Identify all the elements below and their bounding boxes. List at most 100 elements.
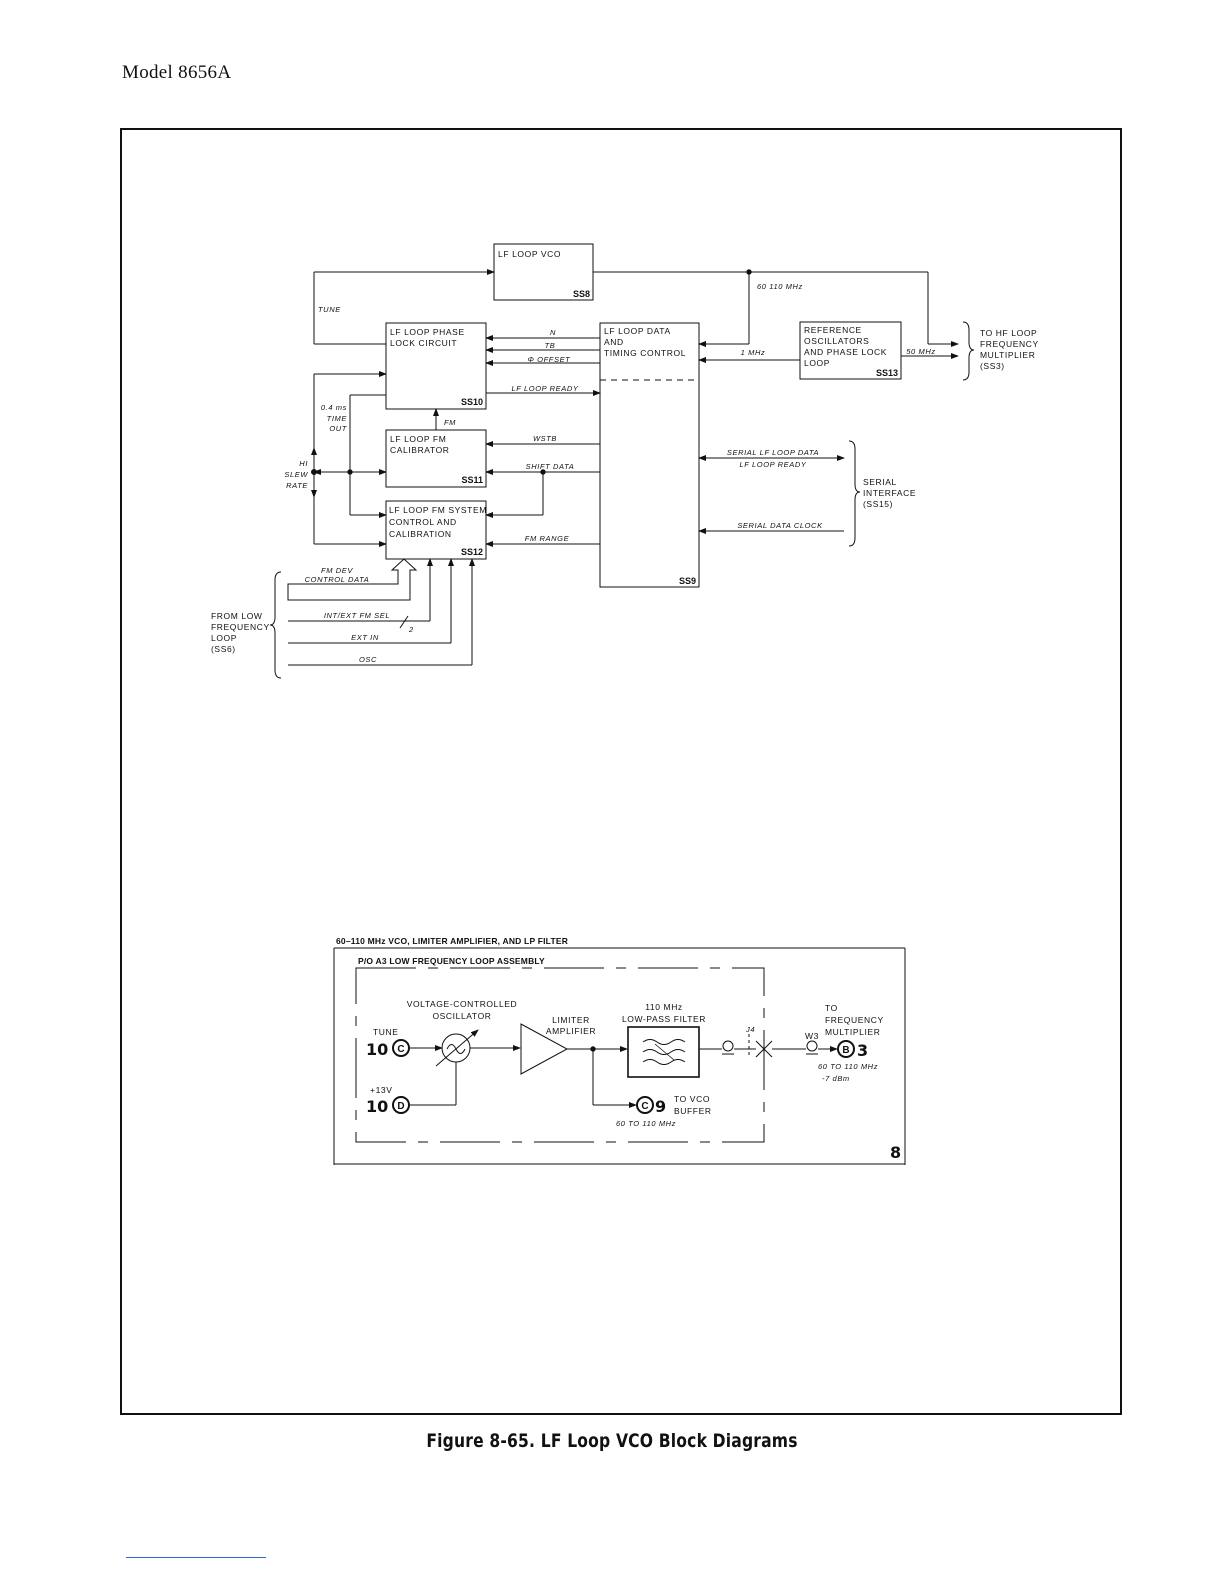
fm-system-label3-label: CALIBRATION: [389, 529, 452, 539]
signals-freq-range-label: 60 110 MHz: [757, 282, 803, 291]
signals-fm-dev2-label: CONTROL DATA: [305, 575, 370, 584]
signals-tune-label: TUNE: [318, 305, 341, 314]
bottom-diagram-vco2-label: OSCILLATOR: [432, 1011, 491, 1021]
ref-c-symbol: [392, 1039, 410, 1057]
signals-serial-lf-label: SERIAL LF LOOP DATA: [727, 448, 819, 457]
fm-calibrator-label1-label: LF LOOP FM: [390, 434, 446, 444]
reference-label3-label: AND PHASE LOCK: [804, 347, 887, 357]
out-ref-number: 3: [857, 1041, 868, 1060]
destinations-src4-label: (SS6): [211, 644, 236, 654]
figure-frame: [120, 128, 1122, 1415]
phase-lock-label2-label: LOCK CIRCUIT: [390, 338, 457, 348]
signals-timeout2-label: TIME: [327, 414, 348, 423]
phase-lock-label1-label: LF LOOP PHASE: [390, 327, 465, 337]
bottom-diagram-to2-label: FREQUENCY: [825, 1015, 884, 1025]
vco-code: SS8: [573, 289, 590, 299]
bottom-diagram-buf2-label: BUFFER: [674, 1106, 712, 1116]
bottom-diagram-to3-label: MULTIPLIER: [825, 1027, 880, 1037]
signals-phi-offset-label: Φ OFFSET: [528, 355, 572, 364]
bottom-diagram-out-freq-label: 60 TO 110 MHz: [818, 1062, 878, 1071]
data-timing-code-label: SS9: [679, 576, 696, 586]
data-timing-label2-label: AND: [604, 337, 624, 347]
signals-ext-in-label: EXT IN: [351, 633, 379, 642]
bottom-diagram-out-level-label: -7 dBm: [822, 1074, 850, 1083]
footer-rule: [126, 1557, 266, 1558]
destinations-si1-label: SERIAL: [863, 477, 897, 487]
ref-tune-number: 10: [366, 1040, 388, 1059]
bottom-title: 60–110 MHz VCO, LIMITER AMPLIFIER, AND L…: [336, 936, 568, 946]
bottom-diagram-to1-label: TO: [825, 1003, 838, 1013]
destinations-hf4-label: (SS3): [980, 361, 1005, 371]
bottom-diagram-v13-label: +13V: [370, 1085, 393, 1095]
signals-lf-ready2-label: LF LOOP READY: [740, 460, 807, 469]
reference-code-label: SS13: [876, 368, 898, 378]
signals-fm-range-label: FM RANGE: [525, 534, 570, 543]
signals-rate-label: RATE: [286, 481, 308, 490]
block-data-timing: [599, 322, 700, 588]
signals-slew-label: SLEW: [284, 470, 308, 479]
bottom-diagram-out-letter-label: B: [842, 1045, 849, 1056]
destinations-hf2-label: FREQUENCY: [980, 339, 1039, 349]
vco-label: LF LOOP VCO: [498, 249, 561, 259]
fm-system-label1-label: LF LOOP FM SYSTEM: [389, 505, 487, 515]
signals-mhz1-label: 1 MHz: [741, 348, 766, 357]
bottom-diagram-lim2-label: AMPLIFIER: [546, 1026, 596, 1036]
top-diagram-text: LF LOOP VCO SS8 LF LOOP PHASE LOCK CIRCU…: [211, 249, 1039, 664]
destinations-src1-label: FROM LOW: [211, 611, 263, 621]
signals-int-ext-label: INT/EXT FM SEL: [324, 611, 390, 620]
destinations-src2-label: FREQUENCY: [211, 622, 270, 632]
signals-bus-width-label: 2: [408, 625, 414, 634]
fm-system-label2-label: CONTROL AND: [389, 517, 457, 527]
bottom-diagram-tune-label: TUNE: [373, 1027, 399, 1037]
ref-13v-number: 10: [366, 1097, 388, 1116]
model-header: Model 8656A: [122, 62, 232, 83]
phase-lock-code-label: SS10: [461, 397, 483, 407]
bottom-diagram-flt2-label: LOW-PASS FILTER: [622, 1014, 706, 1024]
bottom-diagram-flt1-label: 110 MHz: [645, 1002, 683, 1012]
ref-b-symbol: [837, 1040, 855, 1058]
bottom-diagram-vco1-label: VOLTAGE-CONTROLLED: [407, 999, 518, 1009]
signals-shift-data-label: SHIFT DATA: [526, 462, 575, 471]
fm-calibrator-code-label: SS11: [461, 475, 483, 485]
signals-fm-dev1-label: FM DEV: [321, 566, 353, 575]
block-reference: [799, 321, 902, 380]
signals-mhz50-label: 50 MHz: [906, 347, 935, 356]
destinations-hf1-label: TO HF LOOP: [980, 328, 1037, 338]
bottom-diagram-text: 60–110 MHz VCO, LIMITER AMPLIFIER, AND L…: [336, 936, 901, 1162]
bottom-diagram-buf-letter-label: C: [641, 1101, 648, 1112]
bottom-diagram-ref-13v-letter-label: D: [397, 1101, 404, 1112]
bottom-diagram-ref-tune-letter-label: C: [397, 1044, 404, 1055]
signals-osc-label: OSC: [359, 655, 377, 664]
signals-timeout3-label: OUT: [329, 424, 347, 433]
bottom-diagram-lim1-label: LIMITER: [552, 1015, 590, 1025]
bottom-diagram-j4-label: J4: [745, 1025, 755, 1034]
buffer-ref-number: 9: [655, 1097, 666, 1116]
figure-caption: Figure 8-65. LF Loop VCO Block Diagrams: [426, 1430, 798, 1452]
signals-timeout1-label: 0.4 ms: [321, 403, 347, 412]
reference-label2-label: OSCILLATORS: [804, 336, 869, 346]
signals-serial-clock-label: SERIAL DATA CLOCK: [737, 521, 823, 530]
destinations-si2-label: INTERFACE: [863, 488, 916, 498]
data-timing-label1-label: LF LOOP DATA: [604, 326, 671, 336]
destinations-src3-label: LOOP: [211, 633, 237, 643]
fm-system-code-label: SS12: [461, 547, 483, 557]
bottom-diagram-buf-freq-label: 60 TO 110 MHz: [616, 1119, 676, 1128]
reference-label1-label: REFERENCE: [804, 325, 862, 335]
bottom-diagram-w3-label: W3: [805, 1031, 819, 1041]
service-sheet-number: 8: [890, 1143, 901, 1162]
reference-label4-label: LOOP: [804, 358, 830, 368]
ref-d-symbol: [392, 1096, 410, 1114]
data-timing-label3-label: TIMING CONTROL: [604, 348, 686, 358]
signals-wstb-label: WSTB: [533, 434, 557, 443]
signals-hi-label: HI: [299, 459, 308, 468]
ref-c9-symbol: [636, 1096, 654, 1114]
signals-lf-loop-ready-label: LF LOOP READY: [512, 384, 579, 393]
bottom-diagram-buf1-label: TO VCO: [674, 1094, 710, 1104]
fm-calibrator-label2-label: CALIBRATOR: [390, 445, 450, 455]
destinations-hf3-label: MULTIPLIER: [980, 350, 1035, 360]
assembly-label: P/O A3 LOW FREQUENCY LOOP ASSEMBLY: [358, 956, 545, 966]
destinations-si3-label: (SS15): [863, 499, 893, 509]
signals-tb-label: TB: [545, 341, 556, 350]
signals-n-label: N: [550, 328, 556, 337]
